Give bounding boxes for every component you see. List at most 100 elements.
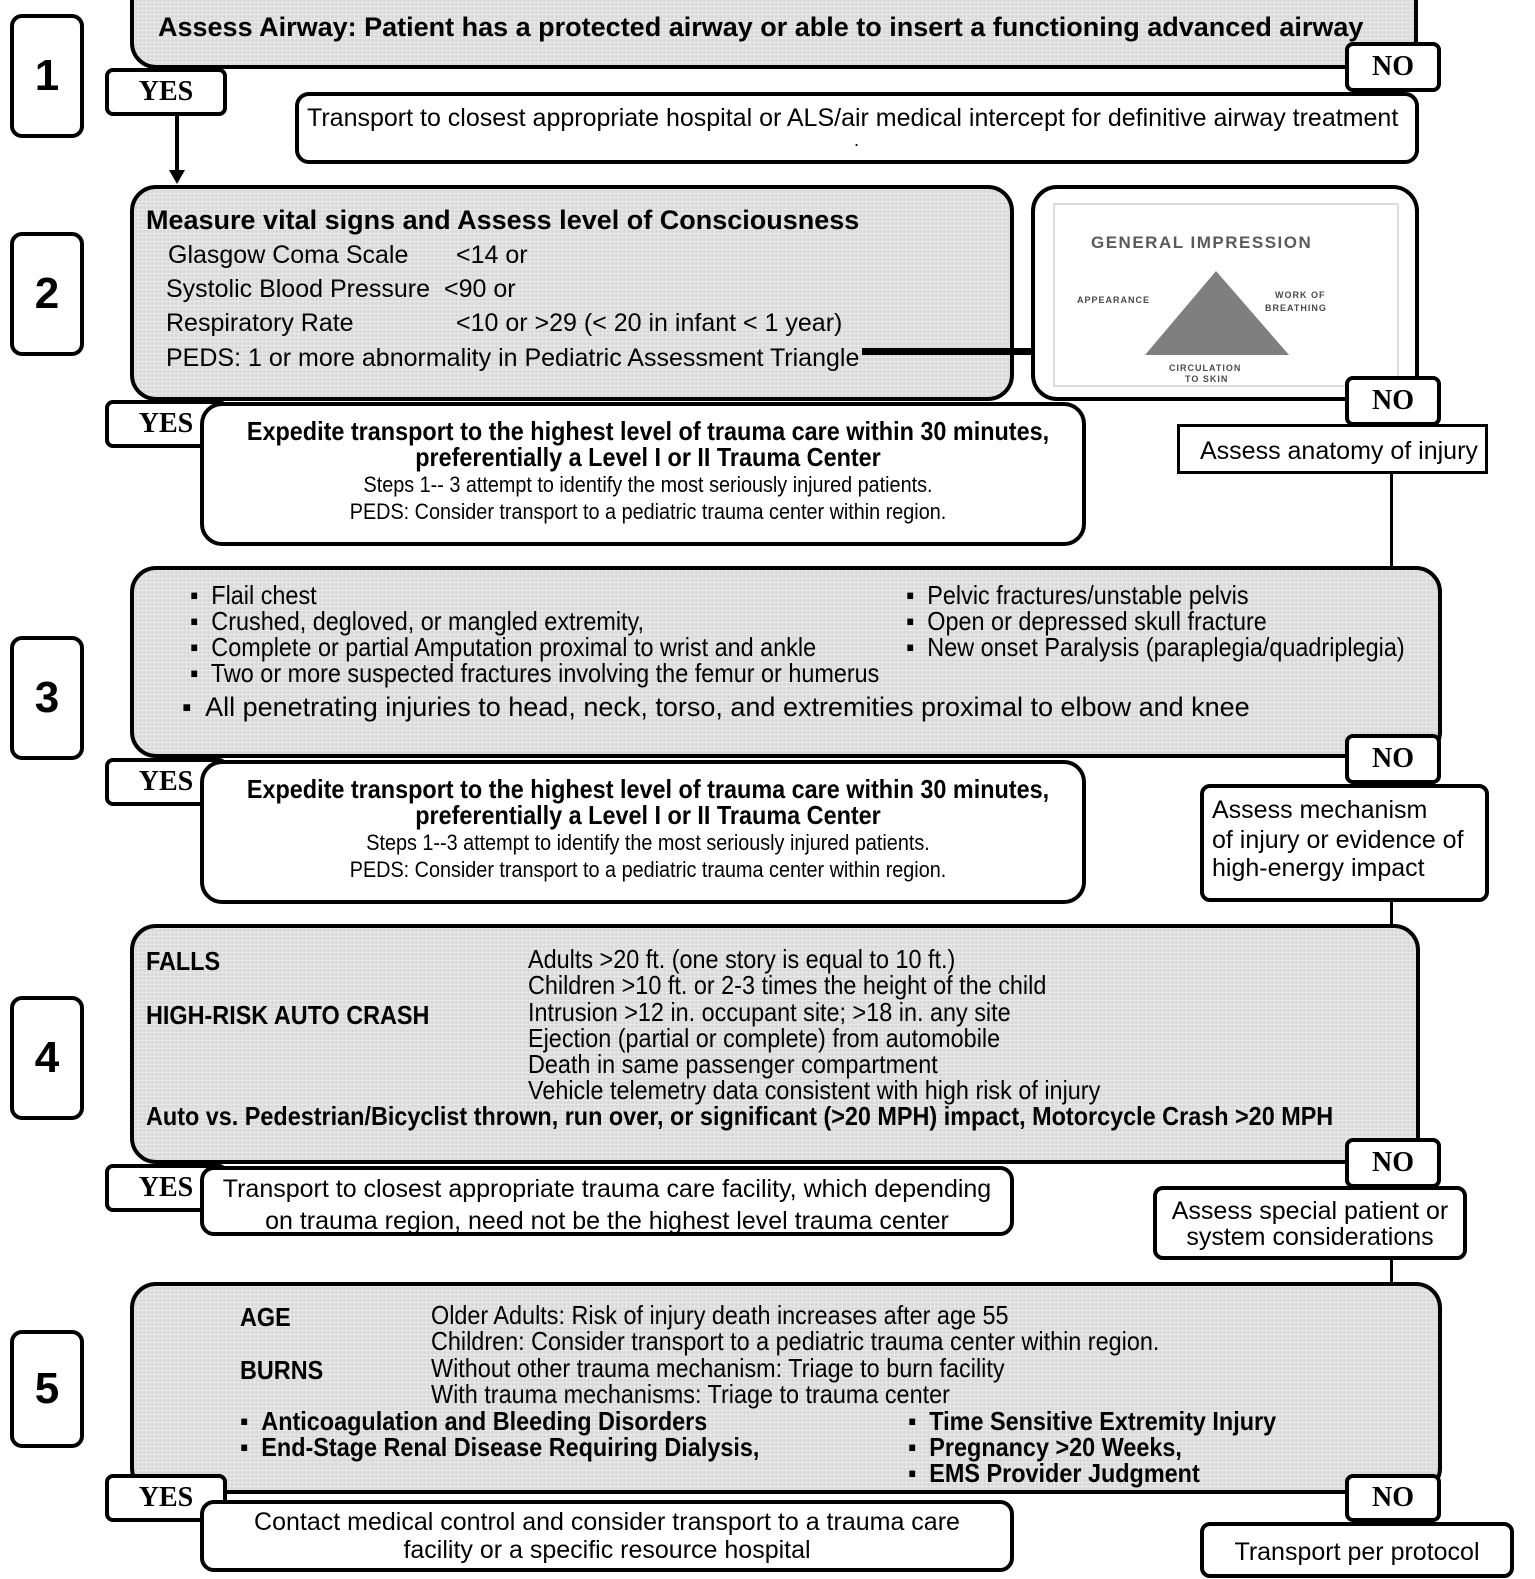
anatomy-item-fractures: ▪ Two or more suspected fractures involv… <box>190 660 879 686</box>
bullet-icon: ▪ <box>908 1406 917 1436</box>
step-2-no-action-box: Assess anatomy of injury <box>1177 424 1488 474</box>
step-2-assess-box: Measure vital signs and Assess level of … <box>130 185 1014 401</box>
special-item-anticoag: ▪ Anticoagulation and Bleeding Disorders <box>240 1408 707 1434</box>
step-3-yes-note-1: Steps 1--3 attempt to identify the most … <box>366 830 930 855</box>
yes-label: YES <box>138 76 194 107</box>
yes-label: YES <box>138 766 194 797</box>
no-label: NO <box>1372 1482 1414 1513</box>
step-5-special-box: AGE Older Adults: Risk of injury death i… <box>130 1282 1442 1494</box>
bullet-icon: ▪ <box>240 1406 249 1436</box>
step-4-no-action-2: system considerations <box>1186 1223 1434 1251</box>
triangle-right-2: BREATHING <box>1265 303 1327 313</box>
step-1-yes-tag: YES <box>105 68 227 116</box>
bullet-icon: ▪ <box>906 632 915 662</box>
step-3-yes-action-box: Expedite transport to the highest level … <box>200 760 1086 904</box>
pediatric-assessment-triangle <box>1053 203 1399 387</box>
bullet-icon: ▪ <box>240 1432 249 1462</box>
step-3-yes-note-2: PEDS: Consider transport to a pediatric … <box>349 857 947 882</box>
step-4-yes-action-1: Transport to closest appropriate trauma … <box>222 1175 992 1203</box>
special-item-label: Time Sensitive Extremity Injury <box>929 1406 1277 1436</box>
step-4-no-tag: NO <box>1345 1138 1441 1188</box>
bullet-icon: ▪ <box>908 1432 917 1462</box>
burns-without: Without other trauma mechanism: Triage t… <box>431 1353 1005 1383</box>
step-2-yes-note-1: Steps 1-- 3 attempt to identify the most… <box>363 472 933 497</box>
age-older: Older Adults: Risk of injury death incre… <box>431 1300 1009 1330</box>
auto-crash-label: HIGH-RISK AUTO CRASH <box>146 1000 430 1030</box>
bullet-icon: ▪ <box>190 658 199 688</box>
step-1-assess-text: Assess Airway: Patient has a protected a… <box>158 12 1364 42</box>
anatomy-item-label: Crushed, degloved, or mangled extremity, <box>211 606 644 636</box>
anatomy-item-label: Pelvic fractures/unstable pelvis <box>927 580 1249 610</box>
triangle-right-1: WORK OF <box>1275 290 1326 300</box>
step-4-yes-action-2: on trauma region, need not be the highes… <box>265 1207 949 1235</box>
step-3-yes-title-1: Expedite transport to the highest level … <box>246 774 1050 804</box>
step-5-no-action-text: Transport per protocol <box>1234 1538 1480 1566</box>
bullet-icon: ▪ <box>906 606 915 636</box>
step-5-number: 5 <box>10 1330 84 1448</box>
bullet-icon: ▪ <box>190 632 199 662</box>
step-number-label: 1 <box>34 51 60 100</box>
vital-label-gcs: Glasgow Coma Scale <box>168 241 409 269</box>
step-2-yes-title-1: Expedite transport to the highest level … <box>246 416 1050 446</box>
step-3-no-tag: NO <box>1345 734 1441 784</box>
falls-label: FALLS <box>146 946 221 976</box>
step-5-yes-action-1: Contact medical control and consider tra… <box>254 1508 960 1536</box>
special-item-pregnancy: ▪ Pregnancy >20 Weeks, <box>908 1434 1182 1460</box>
pedestrian-line: Auto vs. Pedestrian/Bicyclist thrown, ru… <box>146 1101 1334 1131</box>
no-label: NO <box>1372 51 1414 82</box>
auto-telemetry: Vehicle telemetry data consistent with h… <box>528 1075 1101 1105</box>
step-number-label: 5 <box>34 1364 60 1413</box>
triangle-title: GENERAL IMPRESSION <box>1091 233 1313 252</box>
anatomy-item-label: New onset Paralysis (paraplegia/quadripl… <box>927 632 1405 662</box>
bullet-icon: ▪ <box>190 606 199 636</box>
step-2-peds-text: PEDS: 1 or more abnormality in Pediatric… <box>166 344 860 372</box>
step-2-no-tag: NO <box>1345 376 1441 426</box>
step-2-title: Measure vital signs and Assess level of … <box>146 205 860 235</box>
yes-label: YES <box>138 1172 194 1203</box>
age-children: Children: Consider transport to a pediat… <box>431 1326 1160 1356</box>
burns-with: With trauma mechanisms: Triage to trauma… <box>431 1379 950 1409</box>
triangle-shape <box>1145 271 1289 355</box>
arrow-1-2 <box>169 170 185 184</box>
bullet-icon: ▪ <box>906 580 915 610</box>
anatomy-item-label: Complete or partial Amputation proximal … <box>211 632 817 662</box>
yes-label: YES <box>138 408 194 439</box>
connector-2-3 <box>1390 474 1393 576</box>
anatomy-item-crushed: ▪ Crushed, degloved, or mangled extremit… <box>190 608 644 634</box>
step-1-no-tag: NO <box>1345 42 1441 92</box>
auto-death: Death in same passenger compartment <box>528 1049 938 1079</box>
step-1-no-action-box: Transport to closest appropriate hospita… <box>295 92 1419 164</box>
pediatric-triangle-box: GENERAL IMPRESSION APPEARANCE WORK OF BR… <box>1031 185 1419 401</box>
step-3-number: 3 <box>10 636 84 760</box>
vital-value-rr: <10 or >29 (< 20 in infant < 1 year) <box>456 309 843 337</box>
special-item-renal: ▪ End-Stage Renal Disease Requiring Dial… <box>240 1434 759 1460</box>
step-4-no-action-1: Assess special patient or <box>1171 1197 1449 1225</box>
anatomy-item-amputation: ▪ Complete or partial Amputation proxima… <box>190 634 816 660</box>
step-2-yes-note-2: PEDS: Consider transport to a pediatric … <box>349 499 947 524</box>
special-item-label: End-Stage Renal Disease Requiring Dialys… <box>261 1432 760 1462</box>
step-3-no-action-1: Assess mechanism <box>1212 796 1428 824</box>
falls-children: Children >10 ft. or 2-3 times the height… <box>528 970 1047 1000</box>
step-number-label: 3 <box>34 673 60 722</box>
special-item-ems: ▪ EMS Provider Judgment <box>908 1460 1200 1486</box>
step-2-yes-title-2: preferentially a Level I or II Trauma Ce… <box>415 442 881 472</box>
anatomy-item-flail: ▪ Flail chest <box>190 582 317 608</box>
auto-intrusion: Intrusion >12 in. occupant site; >18 in.… <box>528 997 1011 1027</box>
step-3-no-action-box: Assess mechanism of injury or evidence o… <box>1200 784 1489 902</box>
step-5-no-tag: NO <box>1345 1474 1441 1522</box>
step-3-anatomy-box: ▪ Flail chest ▪ Crushed, degloved, or ma… <box>130 566 1442 758</box>
step-1-no-action-dot: . <box>854 130 860 150</box>
triangle-bottom-1: CIRCULATION <box>1169 363 1242 373</box>
anatomy-item-penetrating: ▪ All penetrating injuries to head, neck… <box>182 692 1250 723</box>
anatomy-item-label: Two or more suspected fractures involvin… <box>210 658 880 688</box>
special-item-label: Anticoagulation and Bleeding Disorders <box>261 1406 708 1436</box>
bullet-icon: ▪ <box>908 1458 917 1488</box>
step-3-no-action-2: of injury or evidence of <box>1212 826 1464 854</box>
burns-label: BURNS <box>240 1355 324 1385</box>
step-2-number: 2 <box>10 232 84 356</box>
step-4-mechanism-box: FALLS Adults >20 ft. (one story is equal… <box>130 924 1420 1164</box>
triangle-left: APPEARANCE <box>1077 295 1151 305</box>
anatomy-item-label: Flail chest <box>211 580 317 610</box>
anatomy-item-skull: ▪ Open or depressed skull fracture <box>906 608 1267 634</box>
step-5-yes-action-box: Contact medical control and consider tra… <box>200 1500 1014 1572</box>
